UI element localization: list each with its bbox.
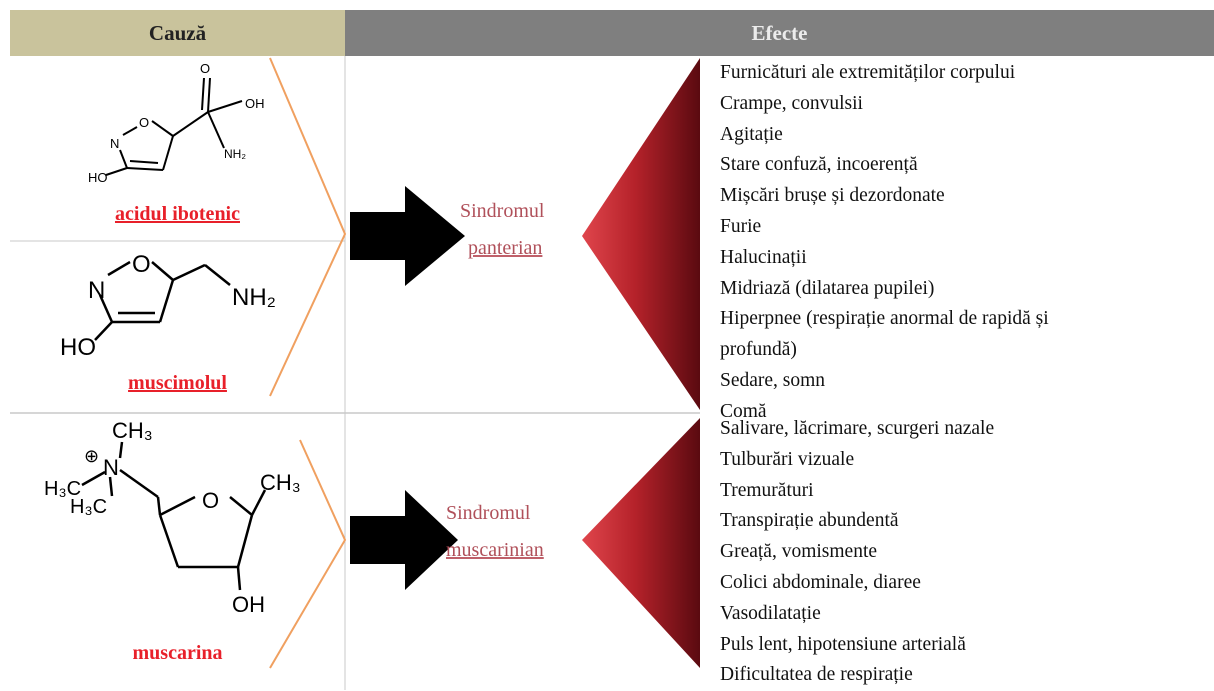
arrow-panterian bbox=[350, 186, 465, 286]
header-effects: Efecte bbox=[345, 10, 1214, 56]
effect-item: Midriază (dilatarea pupilei) bbox=[720, 277, 935, 299]
atom-ring-n-2: N bbox=[88, 277, 105, 304]
compound-name-ibotenic: acidul ibotenic bbox=[114, 203, 240, 225]
atom-amine: NH₂ bbox=[224, 147, 246, 161]
effect-item: Sedare, somn bbox=[720, 369, 826, 391]
effect-item: Dificultatea de respirație bbox=[720, 664, 913, 686]
arrow-muscarinian bbox=[350, 490, 458, 590]
atom-amine-2: NH₂ bbox=[232, 284, 276, 311]
syndrome-panterian: Sindromul panterian bbox=[460, 200, 544, 260]
syndrome-muscarinian: Sindromul muscarinian bbox=[446, 502, 544, 562]
effect-item: Hiperpnee (respirație anormal de rapidă … bbox=[720, 308, 1049, 330]
atom-ho: HO bbox=[88, 170, 108, 185]
atom-ring-o-3: O bbox=[202, 488, 219, 513]
syndrome-panterian-line1: Sindromul bbox=[460, 200, 545, 222]
effect-item: Mișcări brușe și dezordonate bbox=[720, 185, 945, 207]
syndrome-panterian-line2: panterian bbox=[468, 237, 543, 259]
effect-item: Comă bbox=[720, 400, 767, 422]
effect-item: Tulburări vizuale bbox=[720, 448, 855, 470]
atom-ring-o: O bbox=[139, 115, 149, 130]
syndrome-muscarinian-line2: muscarinian bbox=[446, 539, 544, 561]
atom-ch3-top: CH₃ bbox=[112, 418, 153, 443]
atom-ring-n: N bbox=[110, 136, 119, 151]
bracket-bottom bbox=[269, 439, 347, 669]
effect-item: Furnicături ale extremităților corpului bbox=[720, 62, 1016, 83]
compound-name-muscimol: muscimolul bbox=[128, 372, 227, 394]
bracket-top bbox=[269, 57, 347, 397]
molecule-ibotenic-acid bbox=[105, 77, 243, 176]
wedge-muscarinian bbox=[582, 418, 700, 668]
wedge-panterian bbox=[582, 58, 700, 410]
effect-item: Stare confuză, incoerență bbox=[720, 154, 918, 176]
syndrome-muscarinian-line1: Sindromul bbox=[446, 502, 531, 524]
header-cause: Cauză bbox=[10, 10, 345, 56]
atom-o-carbonyl: O bbox=[200, 61, 210, 76]
effect-item: Vasodilatație bbox=[720, 602, 821, 624]
effects-list-muscarinian: Salivare, lăcrimare, scurgeri nazale Tul… bbox=[720, 414, 1210, 691]
compound-name-muscarine: muscarina bbox=[132, 642, 223, 664]
effects-list-panterian: Furnicături ale extremităților corpului … bbox=[720, 58, 1210, 428]
molecule-muscimol bbox=[94, 260, 231, 341]
effect-item: Tremurături bbox=[720, 479, 814, 501]
effect-item: Furie bbox=[720, 215, 762, 237]
atom-oh-3: OH bbox=[232, 592, 265, 617]
effect-item: Colici abdominale, diaree bbox=[720, 571, 921, 593]
atom-charge: ⊕ bbox=[84, 446, 99, 467]
effect-item: Puls lent, hipotensiune arterială bbox=[720, 633, 966, 655]
effect-item: Halucinații bbox=[720, 246, 807, 268]
atom-ring-o-2: O bbox=[132, 251, 151, 278]
effect-item: Crampe, convulsii bbox=[720, 92, 863, 114]
atom-ho-2: HO bbox=[60, 334, 96, 361]
molecule-muscarine bbox=[81, 441, 267, 591]
effect-item: Agitație bbox=[720, 123, 783, 145]
effect-item: Greață, vomismente bbox=[720, 541, 878, 563]
atom-oh-acid: OH bbox=[245, 96, 265, 111]
atom-ch3-right: CH₃ bbox=[260, 470, 301, 495]
atom-n: N bbox=[103, 455, 119, 480]
effect-item: Salivare, lăcrimare, scurgeri nazale bbox=[720, 418, 995, 439]
effect-item: Transpirație abundentă bbox=[720, 510, 899, 532]
atom-h3c-b: H₃C bbox=[70, 496, 107, 518]
atom-h3c-a: H₃C bbox=[44, 478, 81, 500]
effect-item: profundă) bbox=[720, 339, 797, 361]
